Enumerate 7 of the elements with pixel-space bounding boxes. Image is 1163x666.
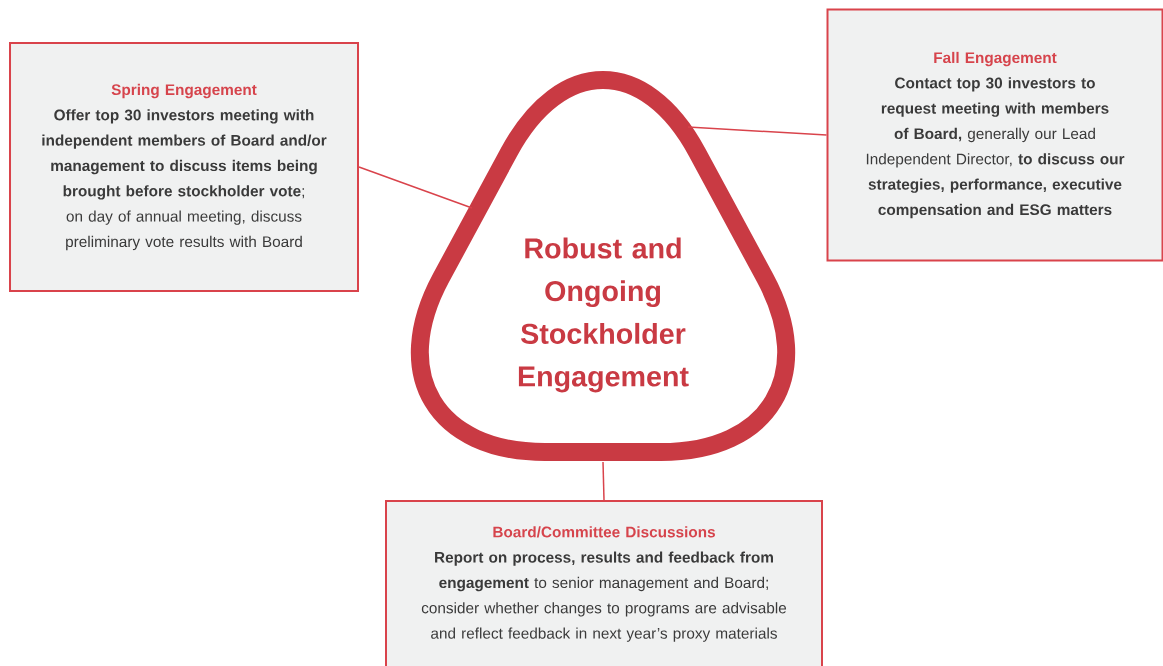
text-box: Spring Engagement Offer top 30 investors meeting with independent members of Board and/or management to discuss items being brought before stockholder vote; on day of annual meeting, discuss preliminary vote results with Board [9,42,359,292]
connector-line [687,126,828,136]
text-box: Fall Engagement Contact top 30 investors to request meeting with members of Board, generally our Lead Independent Director, to discuss our strategies, performance, executive compensation and ESG matters [826,8,1163,262]
rounded-triangle: Robust and Ongoing Stockholder Engagement [411,71,795,461]
text-box: Board/Committee Discussions Report on process, results and feedback from engagement to senior management and Board; consider whether changes to programs are advisable and reflect feedback in next year’s proxy materials [385,500,823,666]
connector-line [358,166,473,209]
connector-line [602,461,605,501]
